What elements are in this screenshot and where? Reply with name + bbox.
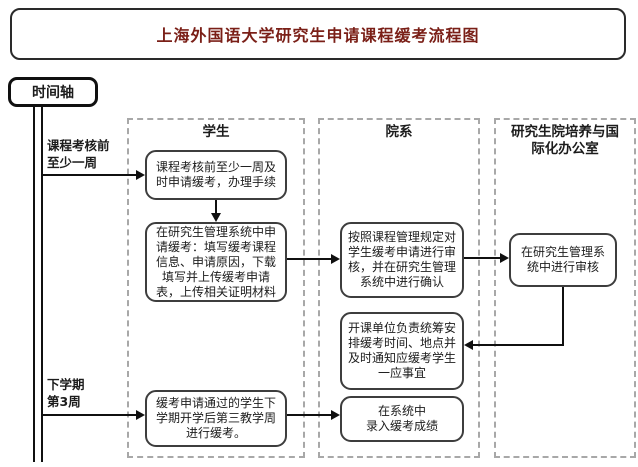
arrow-s3-to-d3 — [287, 414, 332, 416]
arrow-g1-to-d2-horizontal — [473, 344, 564, 346]
arrow-timeline-to-s1 — [43, 174, 137, 176]
arrow-d1-to-g1 — [464, 257, 501, 259]
arrowhead-right-icon — [331, 410, 340, 420]
node-student-system-application: 在研究生管理系统中申请缓考：填写缓考课程信息、申请原因，下载填写并上传缓考申请表… — [145, 222, 287, 302]
timeline-marker-week3-next-term: 下学期 第3周 — [47, 377, 85, 409]
arrow-s2-to-d1 — [287, 258, 332, 260]
swimlane-grad-office-header-label: 研究生院培养与国际化办公室 — [511, 124, 619, 157]
node-department-arrange-exam: 开课单位负责统筹安排缓考时间、地点并及时通知应缓考学生一应事宜 — [340, 312, 464, 390]
swimlane-student-header: 学生 — [129, 124, 303, 141]
arrowhead-right-icon — [136, 170, 145, 180]
node-grad-office-system-review: 在研究生管理系统中进行审核 — [509, 233, 617, 287]
node-department-enter-grades: 在系统中 录入缓考成绩 — [340, 396, 464, 442]
swimlane-student: 学生 — [127, 118, 305, 458]
arrowhead-down-icon — [211, 213, 221, 222]
arrow-g1-to-d2-vertical — [562, 287, 564, 345]
arrowhead-right-icon — [500, 253, 509, 263]
swimlane-department-header: 院系 — [320, 124, 478, 141]
node-department-review: 按照课程管理规定对学生缓考申请进行审核，并在研究生管理系统中进行确认 — [340, 222, 464, 298]
swimlane-department: 院系 — [318, 118, 480, 458]
timeline-axis-line — [33, 100, 43, 462]
timeline-marker-week-before-exam: 课程考核前 至少一周 — [47, 138, 110, 170]
node-student-take-deferred-exam: 缓考申请通过的学生下学期开学后第三教学周进行缓考。 — [145, 390, 287, 447]
arrow-timeline-to-s3 — [43, 414, 137, 416]
swimlane-grad-office: 研究生院培养与国际化办公室 — [494, 118, 636, 458]
page-title: 上海外国语大学研究生申请课程缓考流程图 — [156, 26, 480, 45]
swimlane-grad-office-header: 研究生院培养与国际化办公室 — [496, 124, 634, 158]
timeline-axis-label: 时间轴 — [32, 85, 74, 101]
arrowhead-right-icon — [331, 254, 340, 264]
swimlane-department-header-label: 院系 — [385, 124, 413, 140]
title-box: 上海外国语大学研究生申请课程缓考流程图 — [10, 8, 626, 60]
timeline-axis-label-box: 时间轴 — [8, 77, 98, 107]
swimlane-student-header-label: 学生 — [202, 124, 230, 140]
node-student-apply-in-time: 课程考核前至少一周及时申请缓考，办理手续 — [145, 150, 287, 200]
arrowhead-left-icon — [464, 340, 473, 350]
arrow-s1-to-s2 — [215, 200, 217, 214]
arrowhead-right-icon — [136, 410, 145, 420]
